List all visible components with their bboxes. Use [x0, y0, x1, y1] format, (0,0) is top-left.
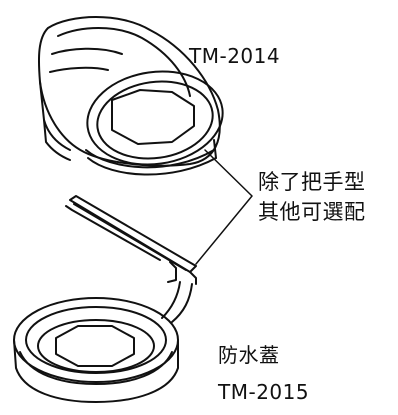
waterproof-cap-illustration: [13, 297, 179, 403]
option-note-line1: 除了把手型: [258, 170, 366, 194]
leader-line: [195, 149, 253, 265]
strap-illustration: [65, 195, 197, 323]
option-note-line2: 其他可選配: [258, 200, 366, 224]
product-model-top: TM-2014: [189, 44, 281, 68]
product-model-bottom: TM-2015: [218, 380, 310, 404]
eyecup-illustration: [38, 16, 224, 176]
product-name-bottom: 防水蓋: [218, 343, 280, 367]
